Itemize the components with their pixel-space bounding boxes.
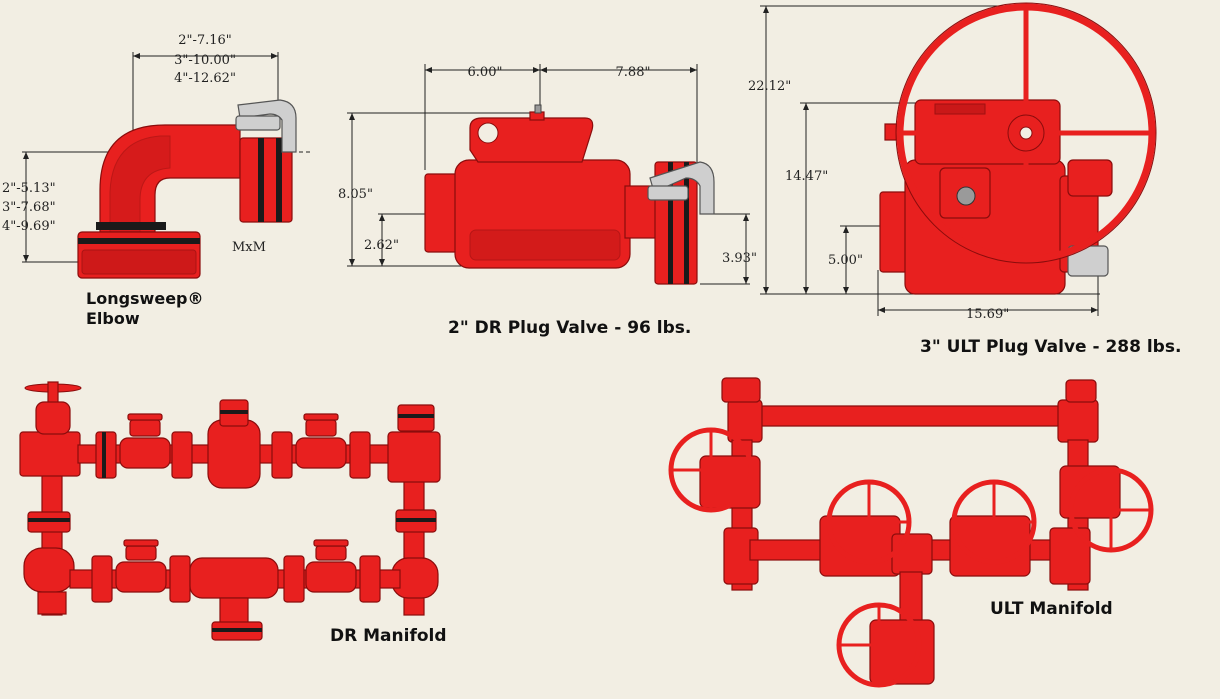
- dr-manifold-title: DR Manifold: [330, 626, 447, 646]
- dr-dim-height: 8.05": [338, 187, 373, 202]
- ult-dim-total: 22.12": [748, 79, 791, 94]
- ult-dim-center: 5.00": [828, 253, 863, 268]
- elbow-title-line1: Longsweep®: [86, 289, 204, 308]
- dr-dim-left: 6.00": [468, 65, 503, 80]
- elbow-title-line2: Elbow: [86, 309, 140, 328]
- ult-manifold-drawing: ULT Manifold: [668, 377, 1154, 688]
- elbow-width-dim-4in: 4"-12.62": [174, 71, 236, 86]
- elbow-width-dim-2in: 2"-7.16": [178, 33, 232, 48]
- dr-valve-title: 2" DR Plug Valve - 96 lbs.: [448, 318, 691, 338]
- ult-manifold-title: ULT Manifold: [990, 599, 1113, 619]
- dr-dim-end: 3.93": [722, 251, 757, 266]
- elbow-height-dim-3in: 3"-7.68": [2, 200, 56, 215]
- elbow-height-dim-2in: 2"-5.13": [2, 181, 56, 196]
- dr-dim-center: 2.62": [364, 238, 399, 253]
- ult-dim-length: 15.69": [966, 307, 1009, 322]
- elbow-width-dim-3in: 3"-10.00": [174, 53, 236, 68]
- dr-dim-right: 7.88": [616, 65, 651, 80]
- elbow-height-dim-4in: 4"-9.69": [2, 219, 56, 234]
- ult-plug-valve-drawing: 22.12" 14.47" 5.00" 15.69" 3" ULT Plug V…: [748, 2, 1181, 357]
- longsweep-elbow-drawing: 2"-7.16" 3"-10.00" 4"-12.62" 2"-5.13" 3"…: [2, 33, 310, 328]
- ult-dim-body: 14.47": [785, 169, 828, 184]
- ult-valve-title: 3" ULT Plug Valve - 288 lbs.: [920, 337, 1181, 357]
- elbow-end-label: MxM: [232, 240, 266, 255]
- dr-plug-valve-drawing: 6.00" 7.88" 8.05" 2.62" 3.93" 2" DR Plug…: [338, 64, 757, 338]
- dr-manifold-drawing: DR Manifold: [19, 381, 447, 646]
